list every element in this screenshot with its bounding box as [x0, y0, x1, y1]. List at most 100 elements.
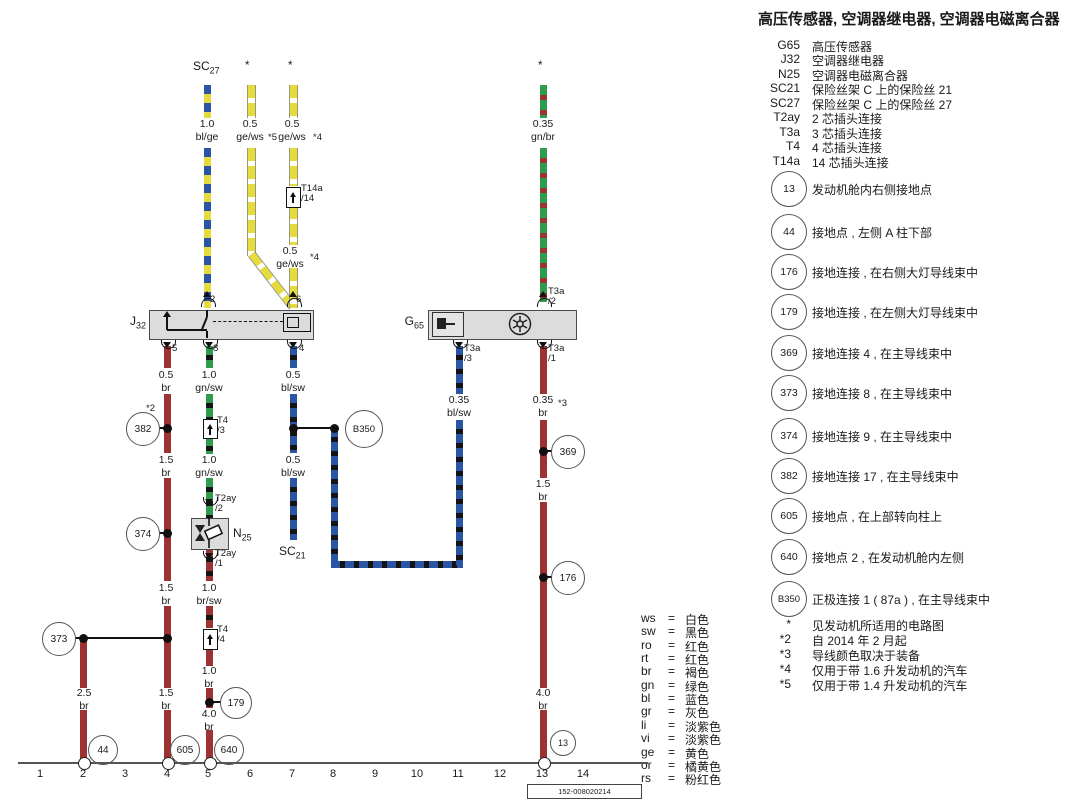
note-code: *5 [779, 677, 791, 691]
wire-gews [288, 85, 298, 118]
wire-br [539, 502, 547, 688]
connector-arrow-icon [207, 634, 213, 639]
color-code: gr [641, 704, 652, 718]
pin-arc-icon [200, 298, 216, 307]
equals: = [668, 771, 676, 785]
ground-desc: 接地点 2 , 在发动机舱内左侧 [812, 551, 965, 565]
pin-label: T3a [548, 343, 565, 354]
connector-t4-4-box [202, 629, 218, 650]
n25-clutch-icon [195, 518, 224, 548]
equals: = [668, 664, 676, 678]
color-code: sw [641, 624, 656, 638]
note-star-4: *4 [313, 132, 322, 143]
color-code: ws [641, 611, 656, 625]
wire-br [79, 638, 87, 688]
connector-t14a-box [285, 187, 301, 208]
track-number: 1 [36, 768, 44, 780]
wire-gnbr [539, 148, 547, 302]
plus-ref-b350: B350 [345, 410, 383, 448]
wire-blsw [455, 346, 463, 394]
link-373 [74, 637, 167, 639]
pin-arc-icon [536, 298, 552, 307]
note-star: * [288, 60, 293, 72]
connector-stem [209, 639, 211, 645]
note-desc: 仅用于带 1.6 升发动机的汽车 [812, 664, 968, 678]
wire-blsw [289, 478, 297, 540]
ground-ref-374: 374 [126, 517, 160, 551]
pin-arc-icon [286, 340, 302, 349]
color-desc: 蓝色 [685, 693, 710, 707]
ground-badge: 605 [771, 498, 807, 534]
track-number: 13 [535, 768, 549, 780]
pin-arrow-icon [205, 499, 213, 505]
pin-label: 8 [213, 343, 219, 354]
pin-label: /2 [548, 296, 556, 307]
ground-desc: 接地连接 17 , 在主导线束中 [812, 470, 959, 484]
note-desc: 仅用于带 1.4 升发动机的汽车 [812, 679, 968, 693]
ground-terminal [203, 757, 217, 770]
pin-label: T4 [217, 624, 229, 635]
track-number: 8 [329, 768, 337, 780]
wire-blsw [455, 420, 463, 565]
pin-label: /4 [217, 634, 225, 645]
color-code: vi [641, 731, 650, 745]
pin-label: T14a [301, 183, 323, 194]
pin-arrow-icon [205, 342, 213, 348]
pin-label: /14 [301, 193, 315, 204]
ground-badge: 374 [771, 418, 807, 454]
sensor-g65-label: G65 [404, 314, 424, 331]
note-desc: 自 2014 年 2 月起 [812, 634, 907, 648]
page-title: 高压传感器, 空调器继电器, 空调器电磁离合器 [758, 11, 1060, 28]
junction-dot [538, 572, 548, 582]
ground-ref-176: 176 [551, 561, 585, 595]
ground-badge: 179 [771, 294, 807, 330]
equals: = [668, 651, 676, 665]
junction-dot [538, 446, 548, 456]
track-number: 2 [79, 768, 87, 780]
track-number: 6 [246, 768, 254, 780]
j32-arrow-icon [163, 311, 171, 317]
track-number: 3 [121, 768, 129, 780]
wire-gews [288, 268, 298, 308]
pin-arc-icon [452, 340, 468, 349]
pin-arrow-icon [539, 342, 547, 348]
equals: = [668, 638, 676, 652]
note-desc: 导线颜色取决于装备 [812, 649, 921, 663]
junction-dot [162, 528, 172, 538]
ground-ref-640: 640 [214, 735, 244, 765]
ground-badge: B350 [771, 581, 807, 617]
wire-gnsw [205, 437, 213, 454]
pin-label: 5 [172, 343, 178, 354]
pin-arrow-icon [163, 342, 171, 348]
ground-badge: 382 [771, 458, 807, 494]
ground-desc: 接地点 , 左侧 A 柱下部 [812, 226, 933, 240]
legend-code: T4 [785, 139, 800, 153]
j32-coil-inner [287, 317, 299, 328]
legend-code: J32 [780, 52, 800, 66]
color-code: li [641, 718, 647, 732]
ground-desc: 接地连接 , 在右侧大灯导线束中 [812, 266, 979, 280]
pin-label: 4 [299, 343, 305, 354]
pin-arc-icon [286, 298, 302, 307]
color-desc: 红色 [685, 640, 710, 654]
color-desc: 黑色 [685, 626, 710, 640]
legend-desc: 2 芯插头连接 [812, 112, 883, 126]
legend-code: T14a [772, 154, 800, 168]
pin-label: T2ay [215, 493, 237, 504]
connector-stem [209, 428, 211, 435]
j32-switch-line [206, 310, 208, 317]
color-desc: 红色 [685, 653, 710, 667]
pin-label: /3 [217, 425, 225, 436]
note-code: *3 [779, 647, 791, 661]
ground-desc: 接地连接 , 在左侧大灯导线束中 [812, 306, 979, 320]
pin-arc-icon [536, 340, 552, 349]
note-desc: 见发动机所适用的电路图 [812, 619, 945, 633]
